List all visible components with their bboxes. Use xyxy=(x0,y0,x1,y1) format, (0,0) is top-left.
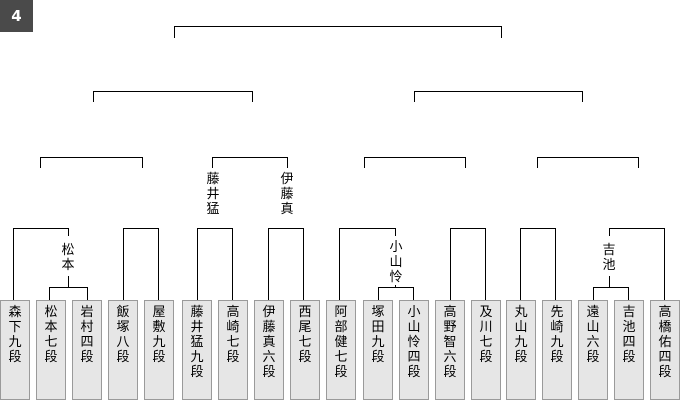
player-box: 小山怜四段 xyxy=(399,300,429,400)
player-name: 阿部健七段 xyxy=(334,305,348,380)
bracket-line-r16-4 xyxy=(268,228,304,300)
player-name: 高野智六段 xyxy=(443,305,457,380)
bracket-line-final xyxy=(174,26,502,38)
player-name: 森下九段 xyxy=(8,305,22,365)
player-box: 及川七段 xyxy=(471,300,501,400)
player-box: 飯塚八段 xyxy=(108,300,138,400)
bracket-line-qf-3 xyxy=(364,157,466,168)
bracket-line-semi-left xyxy=(93,91,253,102)
player-name: 西尾七段 xyxy=(298,305,312,365)
player-box: 高崎七段 xyxy=(218,300,248,400)
bracket-line-r16-6 xyxy=(450,228,486,300)
bracket-line-r1-3 xyxy=(593,287,629,300)
player-box: 遠山六段 xyxy=(578,300,608,400)
player-name: 岩村四段 xyxy=(80,305,94,365)
player-name: 小山怜四段 xyxy=(407,305,421,380)
player-box: 吉池四段 xyxy=(614,300,644,400)
bracket-line-qf-1 xyxy=(40,157,143,168)
player-box: 伊藤真六段 xyxy=(254,300,284,400)
player-name: 高橋佑四段 xyxy=(658,305,672,380)
winner-label: 吉池 xyxy=(602,243,616,273)
bracket-line-r16-7 xyxy=(520,228,556,300)
bracket-line-r16-1 xyxy=(13,228,69,300)
player-name: 丸山九段 xyxy=(514,305,528,365)
player-box: 丸山九段 xyxy=(506,300,536,400)
bracket-line-r1-2 xyxy=(378,287,414,300)
player-name: 吉池四段 xyxy=(622,305,636,365)
player-box: 高橋佑四段 xyxy=(650,300,680,400)
player-name: 屋敷九段 xyxy=(152,305,166,365)
winner-label: 伊藤真 xyxy=(280,172,294,217)
winner-label: 松本 xyxy=(61,243,75,273)
player-name: 高崎七段 xyxy=(226,305,240,365)
player-box: 岩村四段 xyxy=(72,300,102,400)
player-name: 先崎九段 xyxy=(550,305,564,365)
round-badge: 4 xyxy=(0,0,33,32)
player-box: 松本七段 xyxy=(36,300,66,400)
player-box: 西尾七段 xyxy=(290,300,320,400)
player-box: 屋敷九段 xyxy=(144,300,174,400)
player-box: 先崎九段 xyxy=(542,300,572,400)
bracket-line-r16-8 xyxy=(609,228,665,300)
player-name: 藤井猛九段 xyxy=(190,305,204,380)
bracket-line-semi-right xyxy=(414,91,583,102)
bracket-line-r1-1 xyxy=(49,287,88,300)
winner-label: 小山怜 xyxy=(389,240,403,285)
bracket-line-r16-2 xyxy=(123,228,159,300)
player-name: 伊藤真六段 xyxy=(262,305,276,380)
player-box: 藤井猛九段 xyxy=(182,300,212,400)
player-box: 塚田九段 xyxy=(363,300,393,400)
player-box: 阿部健七段 xyxy=(326,300,356,400)
player-box: 高野智六段 xyxy=(435,300,465,400)
player-name: 及川七段 xyxy=(479,305,493,365)
bracket-line-qf-4 xyxy=(537,157,639,168)
player-name: 飯塚八段 xyxy=(116,305,130,365)
bracket-line-qf-2 xyxy=(212,157,288,168)
bracket-line-r16-5 xyxy=(339,228,396,300)
winner-label: 藤井猛 xyxy=(206,172,220,217)
player-name: 塚田九段 xyxy=(371,305,385,365)
bracket-line-r16-3 xyxy=(197,228,233,300)
player-name: 遠山六段 xyxy=(586,305,600,365)
player-name: 松本七段 xyxy=(44,305,58,365)
player-box: 森下九段 xyxy=(0,300,30,400)
